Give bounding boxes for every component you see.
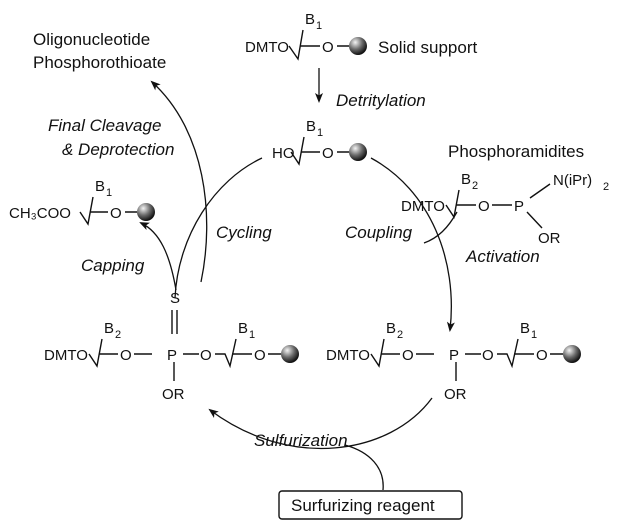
or-label: OR <box>162 386 185 403</box>
hydroxyl-nucleoside: HO B 1 O <box>272 118 367 166</box>
phosphoramidite-structure: DMTO B 2 O P N(iPr) 2 OR <box>401 171 609 247</box>
phosphorothioate-dimer: S DMTO B 2 O P O B 1 O OR <box>44 290 299 403</box>
reagent-box: Surfurizing reagent <box>278 490 463 520</box>
product-label-line1: Oligonucleotide <box>33 30 150 49</box>
phosphite-dimer: DMTO B 2 O P O B 1 O OR <box>326 320 581 403</box>
sugar-bonds <box>288 29 349 61</box>
diisopropylamino-sub: 2 <box>603 181 609 193</box>
solid-support-bead <box>349 37 367 55</box>
oxygen3-label: O <box>254 347 266 364</box>
base2-sub: 2 <box>115 329 121 341</box>
cycling-arc <box>174 157 263 299</box>
base-sub: 2 <box>472 180 478 192</box>
base-sub: 1 <box>106 187 112 199</box>
dmto-label: DMTO <box>326 347 370 364</box>
base-label: B <box>461 171 471 188</box>
solid-support-label: Solid support <box>378 38 478 57</box>
sugar-bonds <box>79 196 137 226</box>
detritylation-label: Detritylation <box>336 91 426 110</box>
oxygen1-label: O <box>402 347 414 364</box>
solid-support-bead <box>349 143 367 161</box>
ch3coo-label: CH₃COO <box>9 205 71 222</box>
base1-label: B <box>238 320 248 337</box>
phosphoramidites-label: Phosphoramidites <box>448 142 584 161</box>
base-sub: 1 <box>316 20 322 32</box>
base-sub: 1 <box>317 127 323 139</box>
dmto-label: DMTO <box>245 39 289 56</box>
base2-label: B <box>386 320 396 337</box>
or-label: OR <box>444 386 467 403</box>
reagent-box-frame <box>278 490 463 520</box>
final-cleavage-label: Final Cleavage <box>48 116 161 135</box>
oxygen1-label: O <box>120 347 132 364</box>
start-nucleoside: DMTO B 1 O <box>245 11 367 61</box>
solid-support-bead <box>281 345 299 363</box>
activation-label: Activation <box>465 247 540 266</box>
oxygen-label: O <box>322 145 334 162</box>
base1-label: B <box>520 320 530 337</box>
product-label-line2: Phosphorothioate <box>33 53 166 72</box>
sulfurization-label: Sulfurization <box>254 431 348 450</box>
capping-label: Capping <box>81 256 145 275</box>
base2-label: B <box>104 320 114 337</box>
sulfur-label: S <box>170 290 180 307</box>
solid-support-bead <box>137 203 155 221</box>
deprotection-label: & Deprotection <box>62 140 174 159</box>
oxygen-label: O <box>478 198 490 215</box>
sugar-bonds <box>290 136 349 166</box>
base1-sub: 1 <box>249 329 255 341</box>
oxygen2-label: O <box>200 347 212 364</box>
reagent-label: Surfurizing reagent <box>291 496 435 515</box>
amidite-bonds <box>445 183 551 229</box>
oxygen-label: O <box>322 39 334 56</box>
phosphorus-label: P <box>167 347 177 364</box>
or-label: OR <box>538 230 561 247</box>
base-label: B <box>305 11 315 28</box>
oxygen-label: O <box>110 205 122 222</box>
capping-arrow <box>139 222 177 291</box>
solid-support-bead <box>563 345 581 363</box>
diisopropylamino-label: N(iPr) <box>553 172 592 189</box>
p-s-double-bond <box>171 310 178 334</box>
coupling-arrow <box>370 157 455 332</box>
base-label: B <box>306 118 316 135</box>
activation-arrow <box>423 211 458 244</box>
phosphorus-label: P <box>449 347 459 364</box>
phosphorus-label: P <box>514 198 524 215</box>
oxygen2-label: O <box>482 347 494 364</box>
base2-sub: 2 <box>397 329 403 341</box>
final-cleavage-arrow <box>150 80 208 283</box>
cycling-label: Cycling <box>216 223 272 242</box>
reagent-feed-line <box>344 444 384 491</box>
oxygen3-label: O <box>536 347 548 364</box>
dmto-label: DMTO <box>44 347 88 364</box>
ho-label: HO <box>272 145 295 162</box>
backbone-bonds <box>88 338 281 381</box>
sulfurization-arrow <box>208 397 433 449</box>
base1-sub: 1 <box>531 329 537 341</box>
base-label: B <box>95 178 105 195</box>
coupling-label: Coupling <box>345 223 413 242</box>
capped-nucleoside: CH₃COO B 1 O <box>9 178 155 226</box>
backbone-bonds <box>370 338 563 381</box>
